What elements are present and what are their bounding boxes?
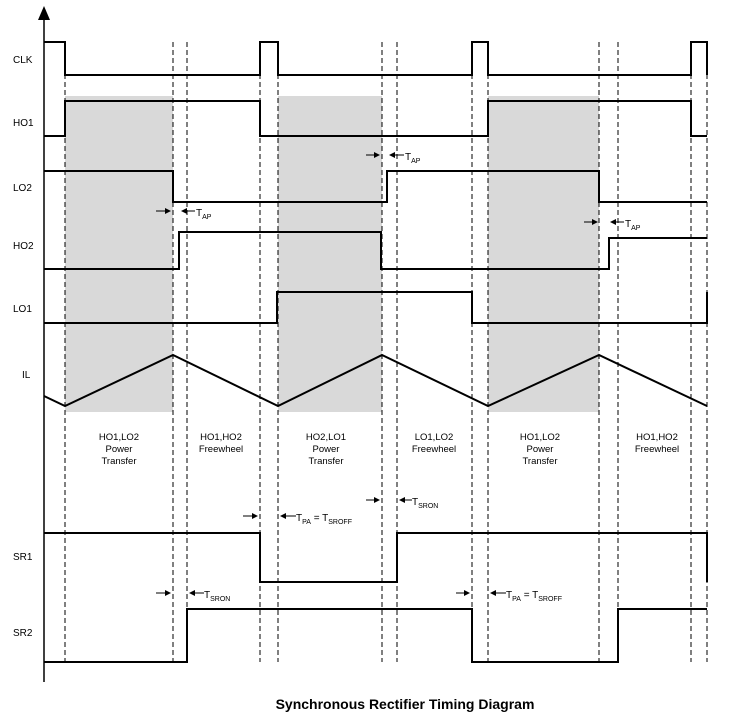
waveform-il bbox=[43, 353, 708, 408]
svg-text:Transfer: Transfer bbox=[101, 456, 136, 467]
signal-label-sr1: SR1 bbox=[13, 552, 33, 563]
svg-text:TPA = TSROFF: TPA = TSROFF bbox=[506, 590, 562, 603]
svg-text:LO1,LO2: LO1,LO2 bbox=[415, 432, 454, 443]
svg-text:Power: Power bbox=[106, 444, 133, 455]
svg-text:HO1,HO2: HO1,HO2 bbox=[200, 432, 242, 443]
svg-text:Freewheel: Freewheel bbox=[412, 444, 456, 455]
waveform-clk bbox=[44, 41, 708, 76]
phase-label-4: LO1,LO2 Freewheel bbox=[412, 432, 456, 455]
waveform-sr1 bbox=[44, 532, 708, 583]
svg-text:TAP: TAP bbox=[405, 152, 421, 165]
tsron-annotation-1: TSRON bbox=[366, 497, 438, 510]
svg-text:Transfer: Transfer bbox=[522, 456, 557, 467]
phase-label-2: HO1,HO2 Freewheel bbox=[199, 432, 243, 455]
phase-label-6: HO1,HO2 Freewheel bbox=[635, 432, 679, 455]
signal-label-lo2: LO2 bbox=[13, 183, 32, 194]
phase-label-1: HO1,LO2 Power Transfer bbox=[99, 432, 139, 467]
shaded-region bbox=[278, 96, 382, 412]
svg-text:TSRON: TSRON bbox=[204, 590, 230, 603]
svg-text:Power: Power bbox=[313, 444, 340, 455]
svg-text:Power: Power bbox=[527, 444, 554, 455]
signal-label-lo1: LO1 bbox=[13, 304, 32, 315]
svg-text:TPA = TSROFF: TPA = TSROFF bbox=[296, 513, 352, 526]
tap-annotation-2: TAP bbox=[366, 152, 421, 165]
waveform-ho1 bbox=[44, 100, 707, 137]
phase-label-3: HO2,LO1 Power Transfer bbox=[306, 432, 346, 467]
svg-text:HO1,HO2: HO1,HO2 bbox=[636, 432, 678, 443]
signal-label-ho1: HO1 bbox=[13, 118, 34, 129]
svg-text:Freewheel: Freewheel bbox=[635, 444, 679, 455]
phase-label-5: HO1,LO2 Power Transfer bbox=[520, 432, 560, 467]
time-axis-arrow bbox=[38, 6, 50, 20]
shaded-region bbox=[488, 96, 599, 412]
svg-text:HO1,LO2: HO1,LO2 bbox=[520, 432, 560, 443]
tpa-tsroff-annotation-2: TPA = TSROFF bbox=[456, 590, 562, 603]
svg-text:TSRON: TSRON bbox=[412, 497, 438, 510]
signal-label-clk: CLK bbox=[13, 55, 33, 66]
waveform-sr2 bbox=[44, 608, 707, 663]
signal-label-ho2: HO2 bbox=[13, 241, 34, 252]
waveform-lo2 bbox=[44, 170, 707, 203]
svg-text:Transfer: Transfer bbox=[308, 456, 343, 467]
svg-text:Freewheel: Freewheel bbox=[199, 444, 243, 455]
tap-annotation-1: TAP bbox=[156, 208, 212, 221]
shaded-region bbox=[65, 96, 173, 412]
svg-text:HO1,LO2: HO1,LO2 bbox=[99, 432, 139, 443]
tsron-annotation-2: TSRON bbox=[156, 590, 230, 603]
waveform-lo1 bbox=[44, 291, 708, 324]
signal-label-sr2: SR2 bbox=[13, 628, 33, 639]
tpa-tsroff-annotation-1: TPA = TSROFF bbox=[243, 513, 352, 526]
svg-text:TAP: TAP bbox=[196, 208, 212, 221]
svg-text:HO2,LO1: HO2,LO1 bbox=[306, 432, 346, 443]
waveform-ho2 bbox=[44, 231, 707, 270]
diagram-title: Synchronous Rectifier Timing Diagram bbox=[276, 696, 535, 712]
tap-annotation-3: TAP bbox=[584, 219, 641, 232]
signal-label-il: IL bbox=[22, 370, 31, 381]
svg-text:TAP: TAP bbox=[625, 219, 641, 232]
